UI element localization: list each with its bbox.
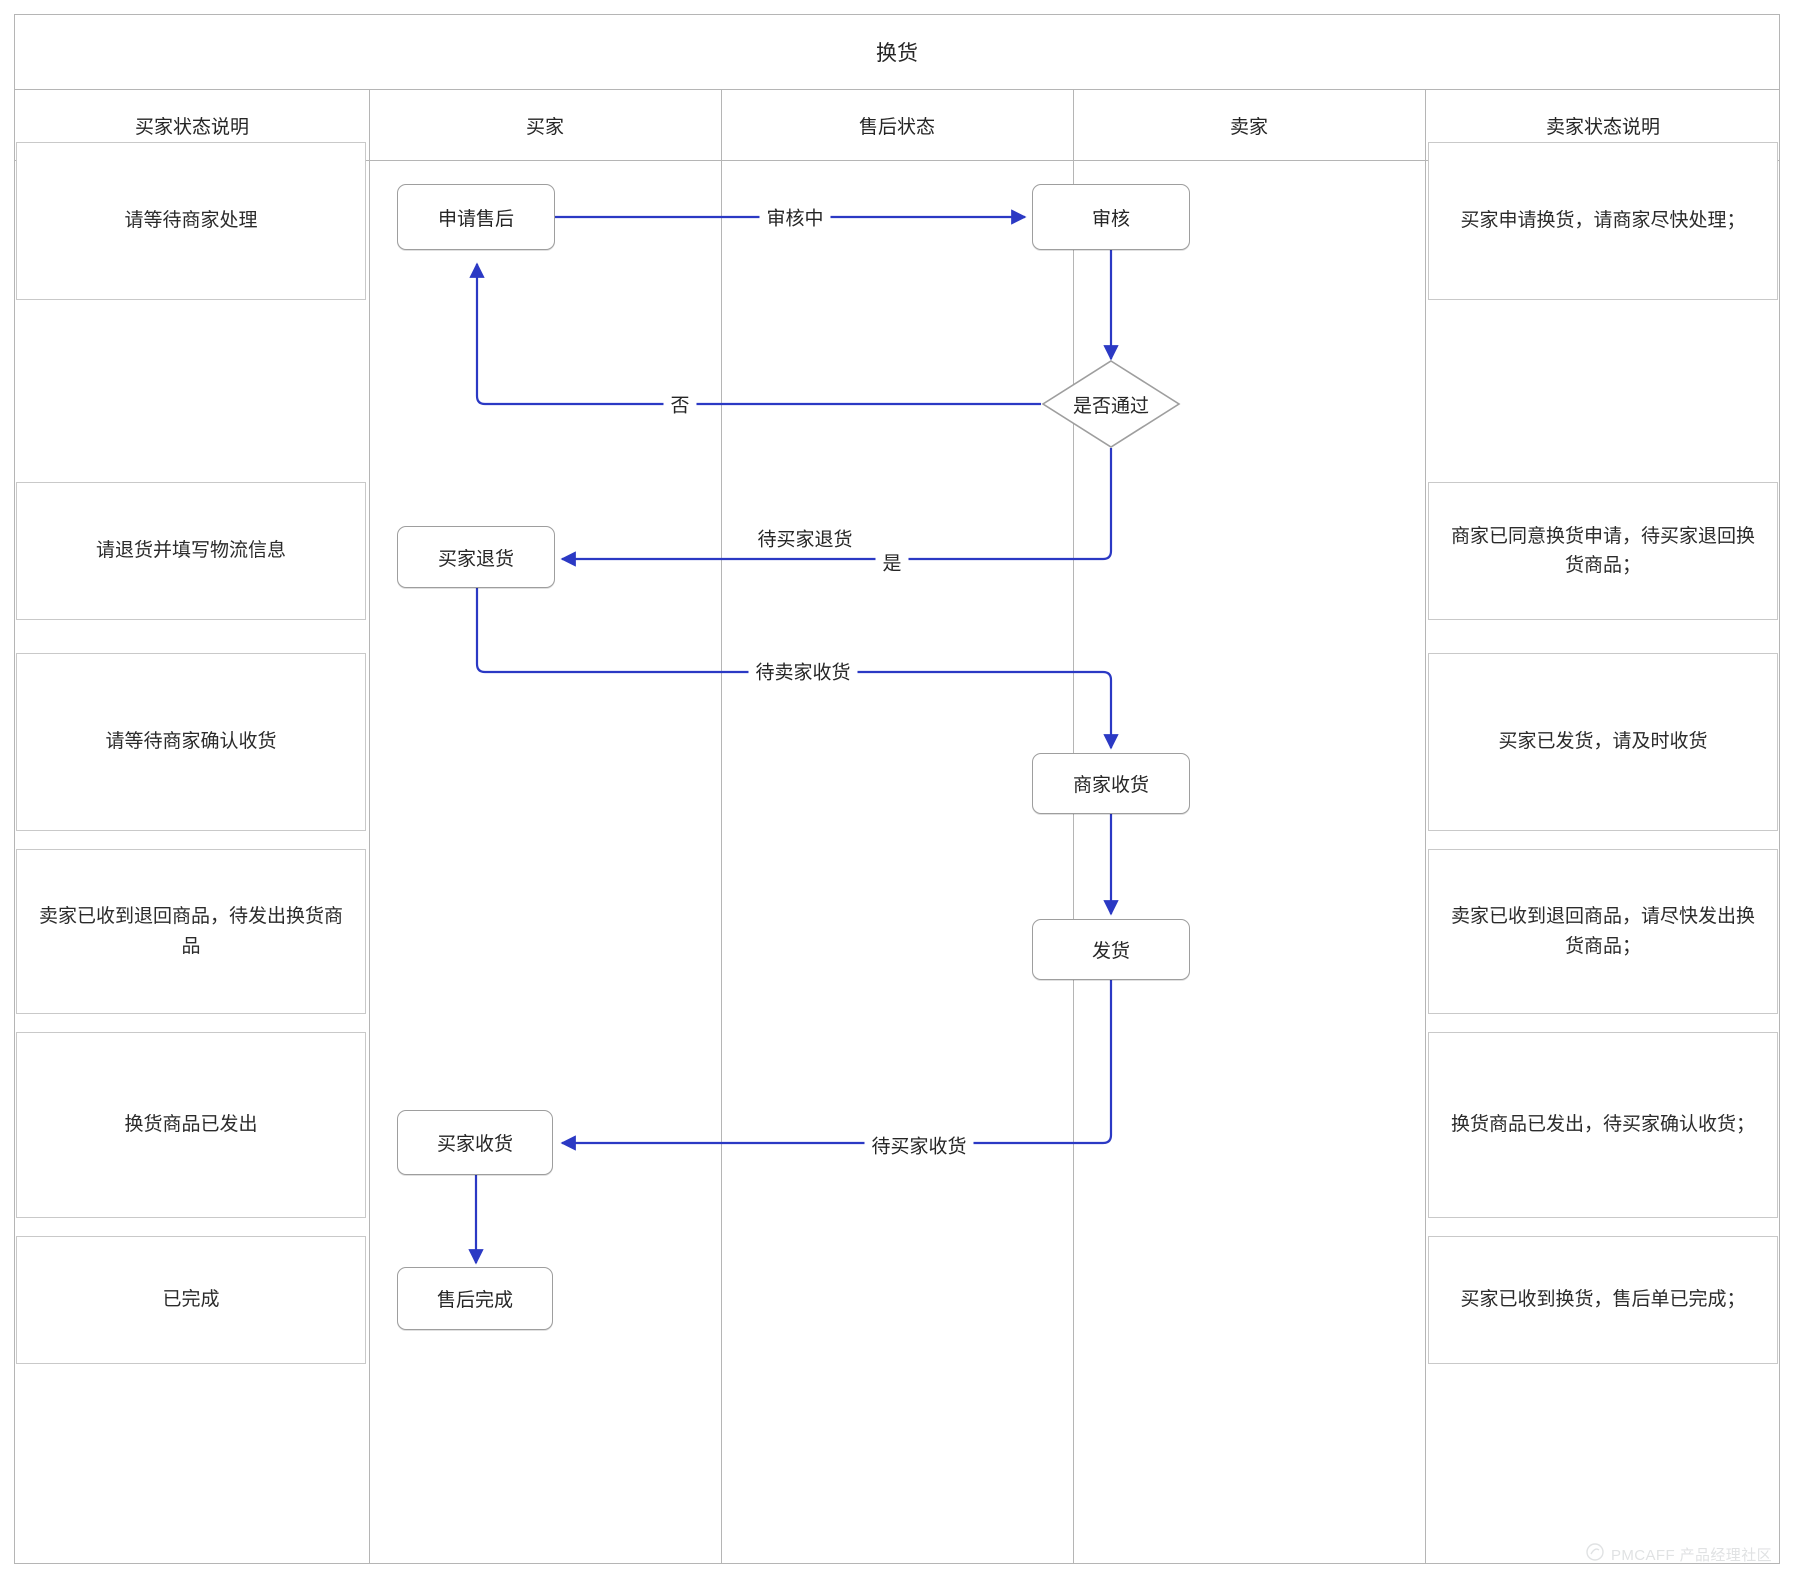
node-seller-receive[interactable]: 商家收货 bbox=[1032, 753, 1190, 814]
seller-status-note: 换货商品已发出，待买家确认收货； bbox=[1428, 1032, 1778, 1218]
column-header-buyer: 买家 bbox=[525, 116, 564, 138]
node-ship[interactable]: 发货 bbox=[1032, 919, 1190, 980]
watermark-text: PMCAFF 产品经理社区 bbox=[1610, 1547, 1772, 1564]
lane-divider-4 bbox=[1425, 90, 1426, 1563]
node-aftersale-done[interactable]: 售后完成 bbox=[397, 1267, 553, 1330]
watermark: PMCAFF 产品经理社区 bbox=[1586, 1543, 1772, 1566]
node-review[interactable]: 审核 bbox=[1032, 184, 1190, 250]
pmcaff-logo-icon bbox=[1586, 1543, 1604, 1566]
node-buyer-receive[interactable]: 买家收货 bbox=[397, 1110, 553, 1175]
node-buyer-return[interactable]: 买家退货 bbox=[397, 526, 555, 588]
seller-status-note: 买家已收到换货，售后单已完成； bbox=[1428, 1236, 1778, 1364]
swimlane-table: 换货 买家状态说明 买家 售后状态 卖家 卖家状态说明 bbox=[14, 14, 1780, 1564]
edge-label-await-seller-receive: 待卖家收货 bbox=[748, 656, 858, 686]
column-header-seller: 卖家 bbox=[1229, 116, 1268, 138]
edge-label-await-buyer-receive: 待买家收货 bbox=[864, 1130, 974, 1160]
node-apply-aftersale[interactable]: 申请售后 bbox=[397, 184, 555, 250]
seller-status-note: 卖家已收到退回商品，请尽快发出换货商品； bbox=[1428, 849, 1778, 1014]
buyer-status-note: 换货商品已发出 bbox=[16, 1032, 366, 1218]
column-header-row: 买家状态说明 买家 售后状态 卖家 卖家状态说明 bbox=[15, 90, 1779, 161]
lane-divider-3 bbox=[1073, 90, 1074, 1563]
seller-status-note: 商家已同意换货申请，待买家退回换货商品； bbox=[1428, 482, 1778, 620]
buyer-status-note: 卖家已收到退回商品，待发出换货商品 bbox=[16, 849, 366, 1014]
seller-status-note: 买家已发货，请及时收货 bbox=[1428, 653, 1778, 831]
edge-label-no: 否 bbox=[663, 389, 697, 419]
buyer-status-note: 请退货并填写物流信息 bbox=[16, 482, 366, 620]
node-decision-pass[interactable]: 是否通过 bbox=[1041, 359, 1181, 449]
seller-status-note: 买家申请换货，请商家尽快处理； bbox=[1428, 142, 1778, 300]
diagram-title: 换货 bbox=[15, 15, 1779, 90]
buyer-status-note: 请等待商家处理 bbox=[16, 142, 366, 300]
buyer-status-note: 请等待商家确认收货 bbox=[16, 653, 366, 831]
lane-divider-2 bbox=[721, 90, 722, 1563]
column-header-aftersale-status: 售后状态 bbox=[858, 116, 935, 138]
buyer-status-note: 已完成 bbox=[16, 1236, 366, 1364]
column-header-seller-status: 卖家状态说明 bbox=[1545, 116, 1660, 138]
edge-label-await-buyer-return: 待买家退货 bbox=[750, 523, 860, 553]
column-header-buyer-status: 买家状态说明 bbox=[134, 116, 249, 138]
edge-label-reviewing: 审核中 bbox=[759, 202, 831, 232]
edge-label-yes: 是 bbox=[875, 547, 909, 577]
node-decision-pass-label: 是否通过 bbox=[1072, 395, 1149, 417]
lane-divider-1 bbox=[369, 90, 370, 1563]
